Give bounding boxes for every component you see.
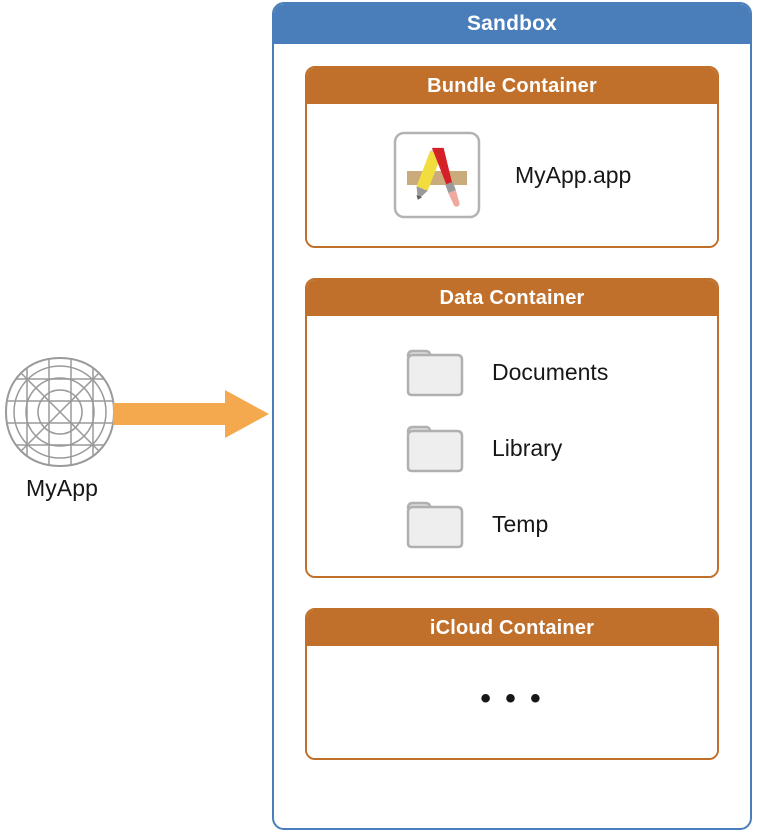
bundle-container-title: Bundle Container	[307, 68, 717, 104]
sandbox-panel: Sandbox Bundle Container	[272, 2, 752, 830]
bundle-container: Bundle Container	[305, 66, 719, 248]
data-container-body: Documents Library Temp	[307, 316, 717, 576]
xcode-app-bundle-icon	[393, 131, 481, 219]
list-item[interactable]: MyApp.app	[307, 104, 717, 246]
folder-icon	[406, 425, 464, 473]
app-grid-template-icon	[4, 356, 116, 468]
icloud-container-title: iCloud Container	[307, 610, 717, 646]
folder-icon	[406, 349, 464, 397]
list-item-label: Temp	[492, 510, 549, 537]
sandbox-title: Sandbox	[274, 4, 750, 44]
list-item[interactable]: Library	[307, 410, 717, 486]
list-item[interactable]: Temp	[307, 486, 717, 562]
bundle-container-body: MyApp.app	[307, 104, 717, 246]
data-container: Data Container Documents Library	[305, 278, 719, 578]
icloud-container-body: • • •	[307, 646, 717, 758]
list-item[interactable]: Documents	[307, 334, 717, 410]
folder-icon	[406, 501, 464, 549]
ellipsis-placeholder: • • •	[480, 682, 544, 715]
app-source-label: MyApp	[25, 475, 99, 501]
right-arrow-icon	[113, 390, 269, 438]
list-item-label: MyApp.app	[515, 161, 632, 188]
data-container-title: Data Container	[307, 280, 717, 316]
sandbox-body: Bundle Container	[274, 44, 750, 760]
list-item-label: Documents	[492, 358, 609, 385]
list-item-label: Library	[492, 434, 563, 461]
icloud-container: iCloud Container • • •	[305, 608, 719, 760]
app-source-group: MyApp	[4, 356, 120, 506]
